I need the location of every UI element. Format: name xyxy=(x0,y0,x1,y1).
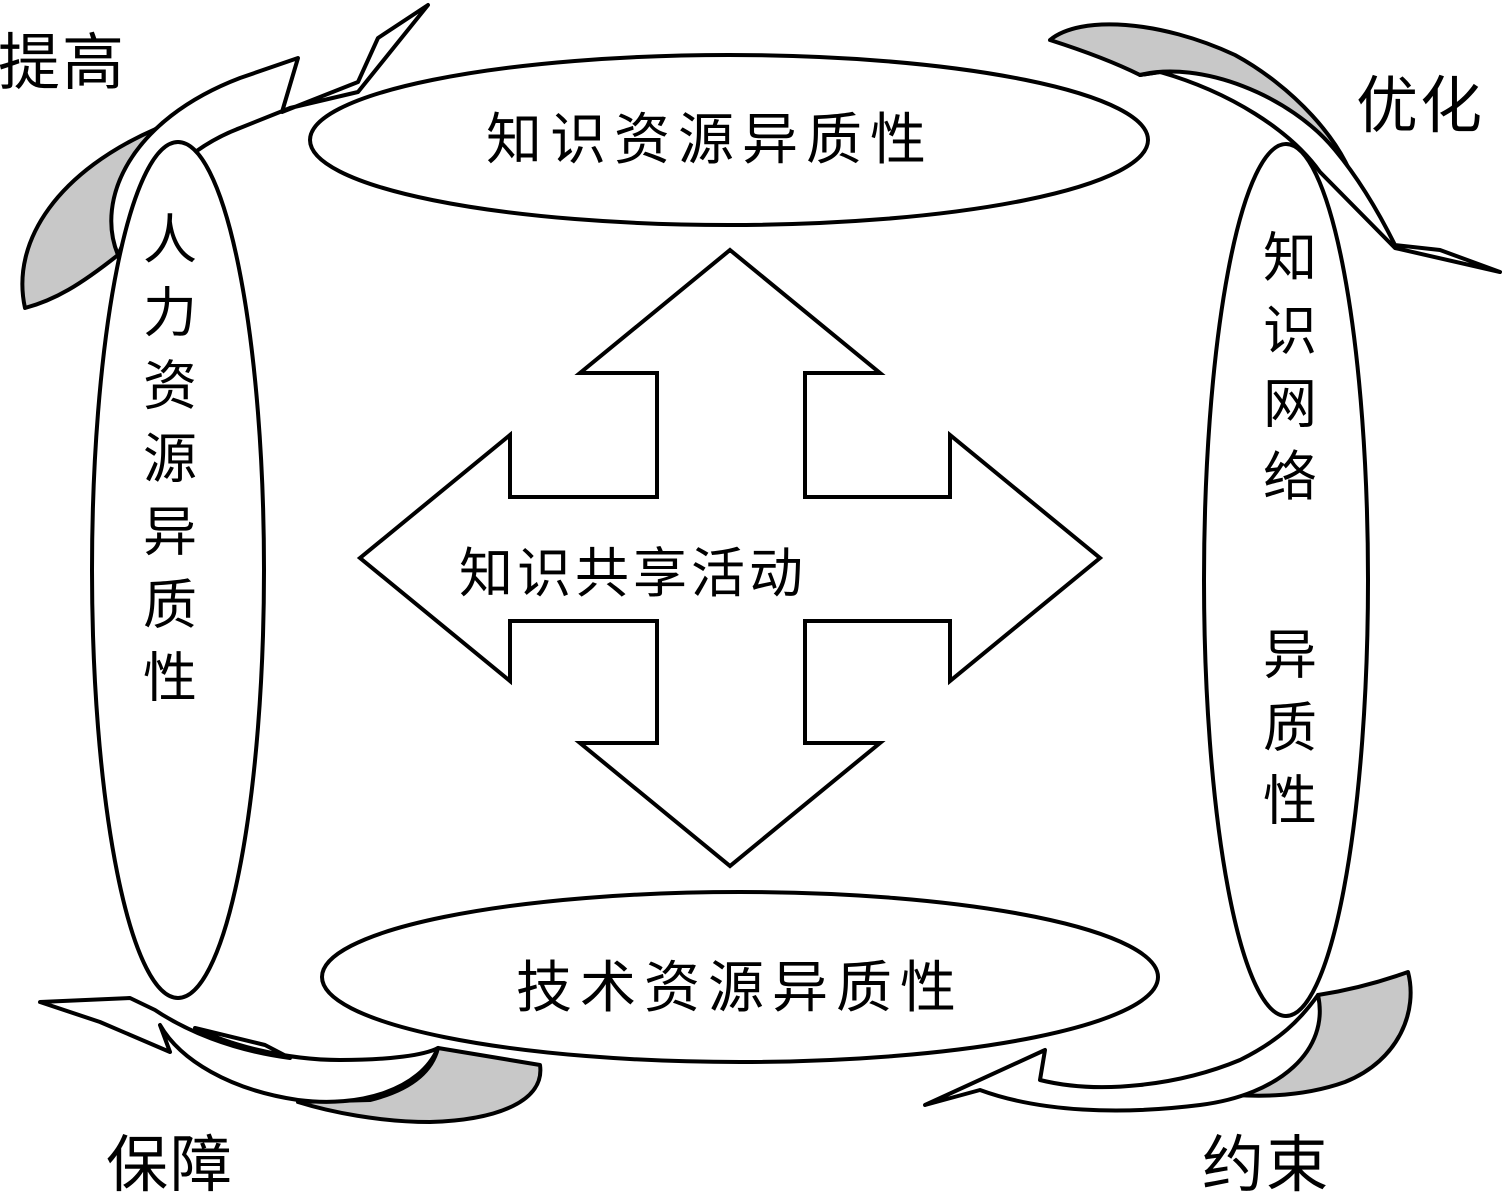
vertical-label-char: 性 xyxy=(1263,770,1317,833)
vertical-label-char: 知 xyxy=(1263,227,1317,290)
ellipse-top-label: 知识资源异质性 xyxy=(486,108,934,173)
vertical-label-char: 性 xyxy=(143,647,197,710)
ellipse-right-label-part2: 异质性 xyxy=(1263,624,1317,833)
center-label: 知识共享活动 xyxy=(459,542,807,605)
curved-arrow-top-right xyxy=(1048,22,1502,274)
ellipse-bottom-label: 技术资源异质性 xyxy=(516,956,964,1021)
vertical-label-char: 质 xyxy=(1263,697,1317,760)
vertical-label-char: 质 xyxy=(143,574,197,637)
ellipse-left xyxy=(90,140,266,1000)
ellipse-top xyxy=(308,53,1150,227)
vertical-label-char: 力 xyxy=(143,282,197,345)
corner-label-bottom-left: 保障 xyxy=(106,1128,234,1194)
ellipse-right xyxy=(1202,142,1370,1018)
corner-label-bottom-right: 约束 xyxy=(1202,1128,1330,1194)
curved-arrow-top-right-body xyxy=(1138,69,1502,274)
curved-arrow-bottom-left xyxy=(38,996,543,1124)
curved-arrow-bottom-left-body xyxy=(38,996,440,1104)
vertical-label-char: 源 xyxy=(143,428,197,491)
vertical-label-char: 人 xyxy=(143,209,197,272)
corner-label-top-right: 优化 xyxy=(1356,69,1484,142)
vertical-label-char: 异 xyxy=(1263,624,1317,687)
vertical-label-char: 异 xyxy=(143,501,197,564)
curved-arrow-bottom-right xyxy=(923,970,1413,1113)
curved-arrow-bottom-right-body xyxy=(923,993,1322,1113)
four-way-arrow xyxy=(356,247,1104,869)
corner-label-top-left: 提高 xyxy=(0,26,126,99)
vertical-label-char: 识 xyxy=(1263,300,1317,363)
ellipse-bottom xyxy=(320,890,1160,1064)
curved-arrow-bottom-left-shadow xyxy=(296,1046,543,1124)
vertical-label-char: 络 xyxy=(1263,446,1317,509)
vertical-label-char: 网 xyxy=(1263,373,1317,436)
vertical-label-char: 资 xyxy=(143,355,197,418)
